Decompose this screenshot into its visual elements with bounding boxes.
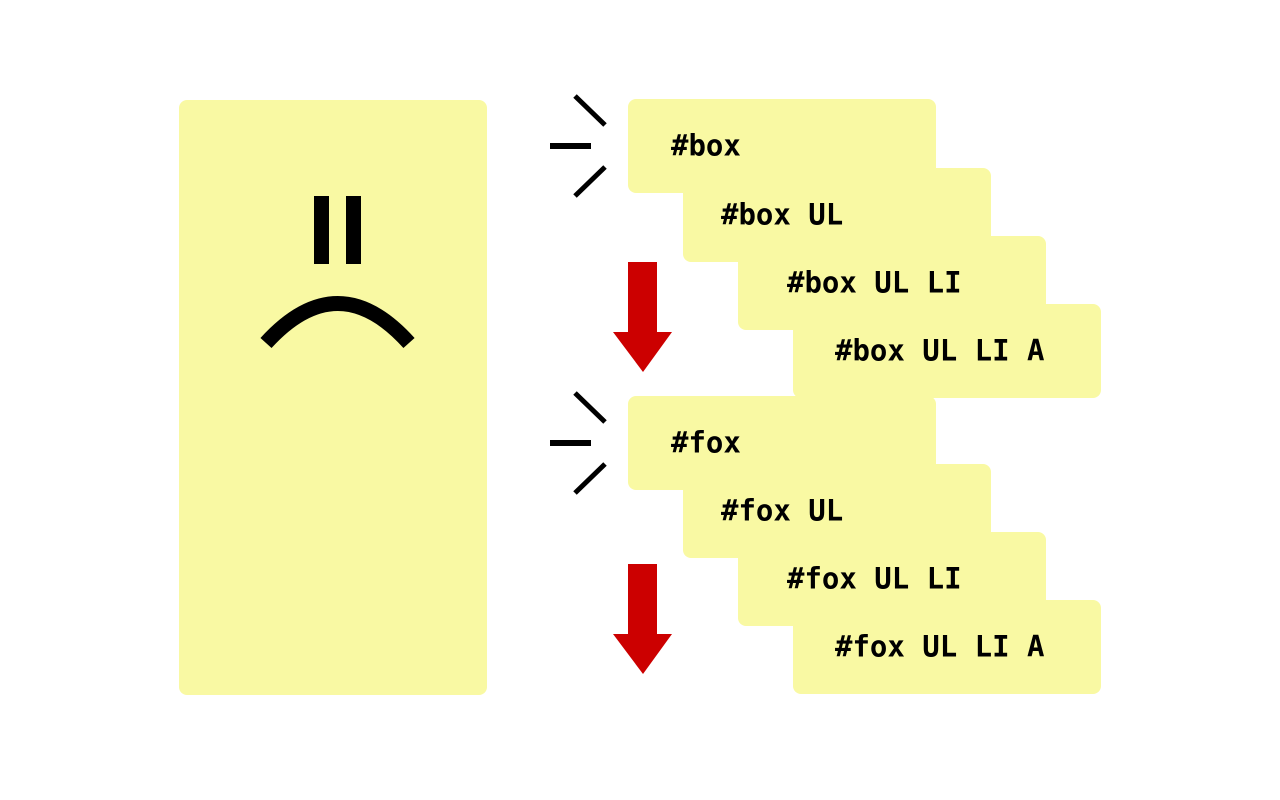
selector-label: #fox UL LI	[787, 561, 962, 596]
sad-face-card	[179, 100, 487, 695]
emphasis-burst-icon	[550, 94, 607, 198]
emphasis-burst-icon	[550, 391, 607, 495]
selector-label: #box	[671, 128, 741, 163]
selector-label: #box UL	[721, 197, 844, 232]
selector-label: #box UL LI	[787, 265, 962, 300]
burst-line	[573, 391, 607, 424]
selector-step-4: #box UL LI A	[793, 304, 1101, 398]
selector-label: #fox UL LI A	[835, 629, 1045, 664]
selector-label: #fox	[671, 425, 741, 460]
burst-line	[573, 94, 607, 127]
sad-face-eye-right	[346, 196, 361, 264]
arrow-shape	[613, 262, 672, 372]
arrow-shape	[613, 564, 672, 674]
selector-label: #fox UL	[721, 493, 844, 528]
sad-face-eye-left	[314, 196, 329, 264]
sad-face-mouth	[260, 296, 415, 349]
arrow-down-icon	[613, 564, 672, 674]
sad-face-icon	[260, 196, 415, 349]
selector-label: #box UL LI A	[835, 333, 1045, 368]
burst-line	[573, 462, 607, 495]
selector-step-8: #fox UL LI A	[793, 600, 1101, 694]
arrow-down-icon	[613, 262, 672, 372]
burst-line	[573, 165, 607, 198]
